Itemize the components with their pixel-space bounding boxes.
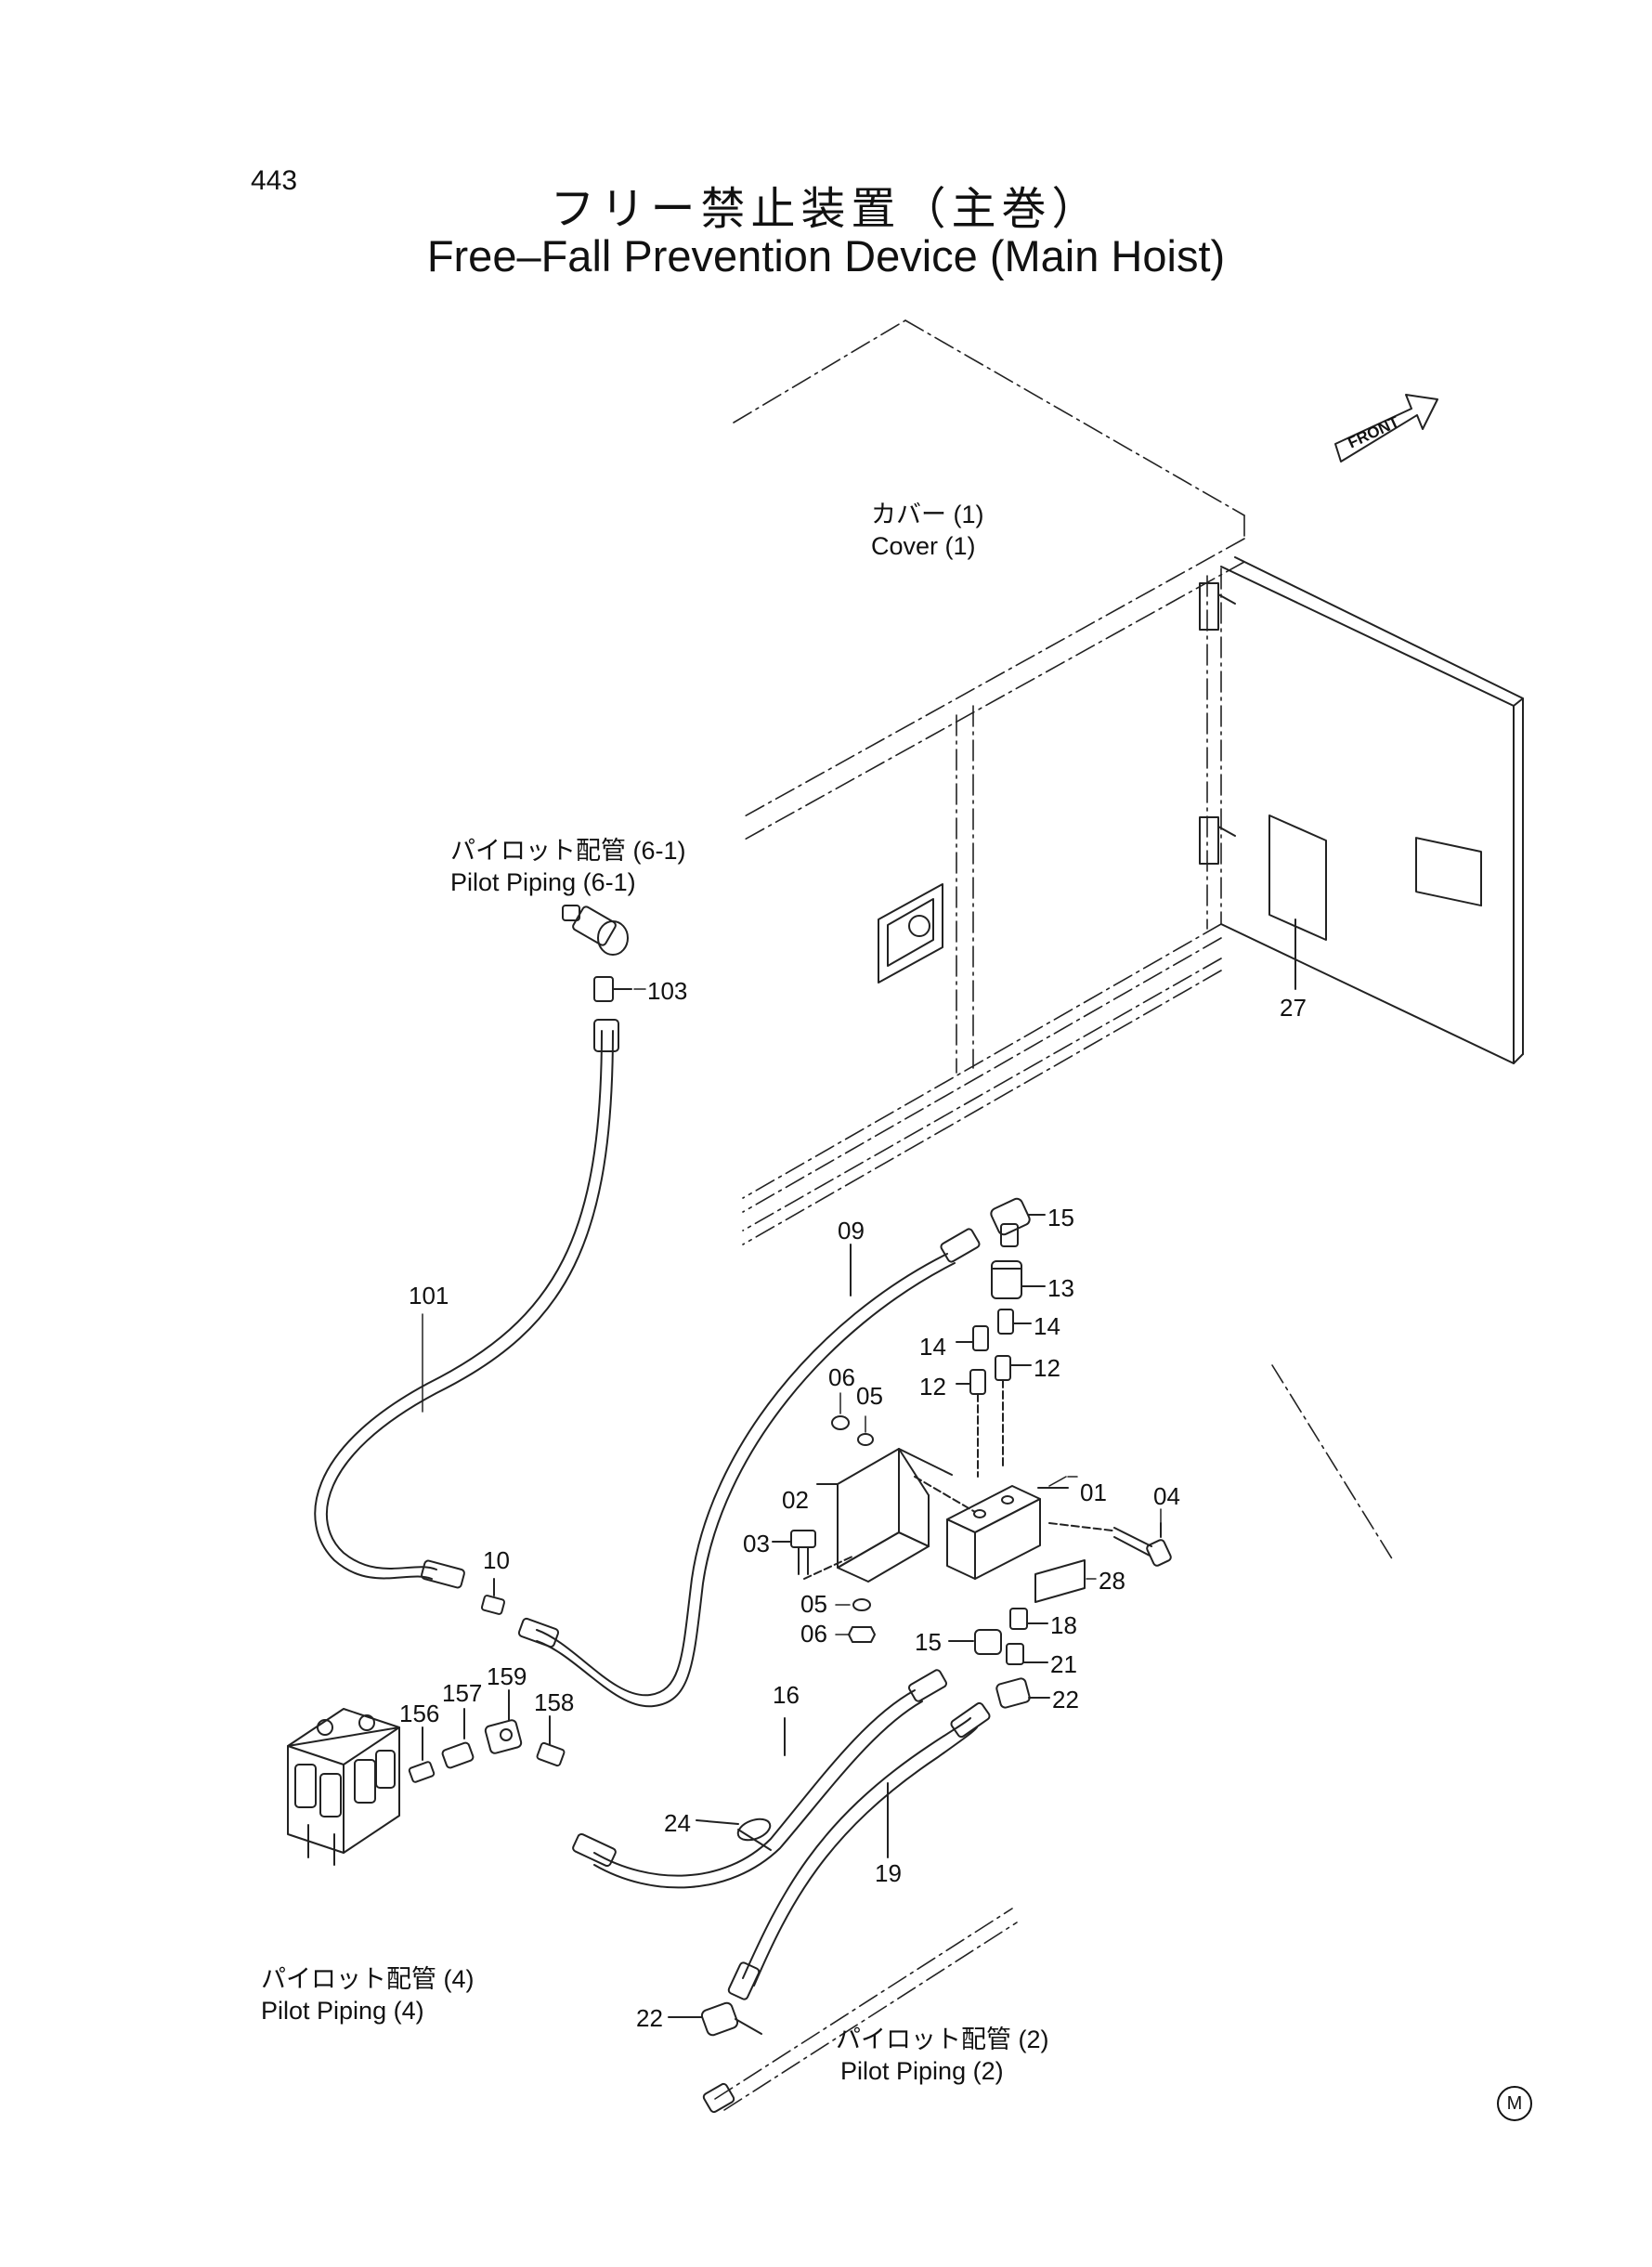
part-number: 14 <box>1034 1312 1060 1340</box>
pilot-2-label-en: Pilot Piping (2) <box>840 2057 1004 2085</box>
part-number: 19 <box>875 1859 902 1887</box>
block-01 <box>946 1485 1069 1580</box>
part-13 <box>991 1260 1046 1299</box>
clamp-24 <box>696 1818 772 1851</box>
bolt-03 <box>772 1530 855 1580</box>
fitting-158 <box>536 1715 566 1767</box>
cover-label-en: Cover (1) <box>871 532 976 560</box>
page-number: 443 <box>251 165 298 196</box>
fitting-21 <box>1006 1643 1048 1665</box>
part-number: 14 <box>919 1333 946 1361</box>
part-number: 04 <box>1153 1482 1180 1510</box>
part-number: 01 <box>1080 1479 1107 1506</box>
fitting-157 <box>441 1708 475 1769</box>
part-number: 156 <box>399 1700 440 1727</box>
part-number: 03 <box>743 1530 770 1557</box>
part-number: 02 <box>782 1486 809 1514</box>
fitting-156 <box>408 1726 436 1783</box>
part-number: 103 <box>647 977 688 1005</box>
part-number: 157 <box>442 1679 483 1707</box>
part-number: 21 <box>1050 1650 1077 1678</box>
part-number: 10 <box>483 1546 510 1574</box>
part-number: 12 <box>1034 1354 1060 1382</box>
fitting-103 <box>593 976 632 1002</box>
part-number: 12 <box>919 1373 946 1401</box>
part-number: 15 <box>915 1628 942 1656</box>
leader-lines <box>422 988 1162 1635</box>
fitting-159 <box>484 1689 523 1754</box>
cover-housing <box>733 319 1394 1561</box>
housing-handle <box>878 883 943 984</box>
part-number: 27 <box>1280 994 1307 1022</box>
pilot-2-pipe-end <box>702 2082 735 2114</box>
part-number: 13 <box>1047 1274 1074 1302</box>
fittings-14 <box>956 1309 1032 1351</box>
part-number: 05 <box>856 1382 883 1410</box>
plate-28 <box>1034 1559 1086 1603</box>
pilot-6-1-label-jp: パイロット配管 (6-1) <box>450 837 686 865</box>
front-arrow-icon <box>1334 394 1438 463</box>
fitting-10 <box>480 1578 506 1615</box>
elbow-22-lower <box>668 2001 762 2037</box>
part-number: 159 <box>487 1662 527 1690</box>
valve-assembly <box>287 1708 400 1866</box>
bolt-04 <box>1048 1522 1172 1567</box>
title-japanese: フリー禁止装置（主巻） <box>550 183 1102 235</box>
cover-label-jp: カバー (1) <box>871 501 984 528</box>
fitting-18 <box>1009 1608 1048 1630</box>
pilot-4-label-jp: パイロット配管 (4) <box>261 1965 475 1993</box>
part-number: 16 <box>773 1681 800 1709</box>
hose-101 <box>314 1019 619 1589</box>
part-number: 22 <box>1052 1686 1079 1713</box>
part-number: 06 <box>800 1620 827 1648</box>
part-number: 158 <box>534 1688 575 1716</box>
corner-mark: M <box>1497 2086 1532 2121</box>
elbow-22-upper <box>995 1677 1050 1709</box>
part-number: 22 <box>636 2004 663 2032</box>
part-number: 28 <box>1099 1567 1125 1595</box>
part-number: 18 <box>1050 1611 1077 1639</box>
hose-09 <box>517 1228 981 1708</box>
fittings-12 <box>956 1355 1032 1478</box>
pilot-6-1-sensor <box>562 905 629 956</box>
elbow-15-top <box>990 1197 1046 1247</box>
hose-19 <box>727 1701 991 2000</box>
title-english: Free–Fall Prevention Device (Main Hoist) <box>426 231 1226 280</box>
elbow-15-bottom <box>948 1629 1002 1655</box>
part-number: 06 <box>828 1363 855 1391</box>
part-number: 05 <box>800 1590 827 1618</box>
pilot-6-1-label-en: Pilot Piping (6-1) <box>450 868 636 896</box>
hose-16 <box>572 1669 947 1889</box>
part-number: 15 <box>1047 1204 1074 1231</box>
part-number: 09 <box>838 1217 865 1244</box>
pilot-4-label-en: Pilot Piping (4) <box>261 1997 424 2025</box>
part-number: 24 <box>664 1809 691 1837</box>
pilot-2-pipe <box>714 1908 1018 2111</box>
bracket-02 <box>816 1448 976 1583</box>
pilot-2-label-jp: パイロット配管 (2) <box>836 2026 1049 2053</box>
part-number: 101 <box>409 1282 449 1309</box>
door-panel <box>1199 556 1524 1064</box>
